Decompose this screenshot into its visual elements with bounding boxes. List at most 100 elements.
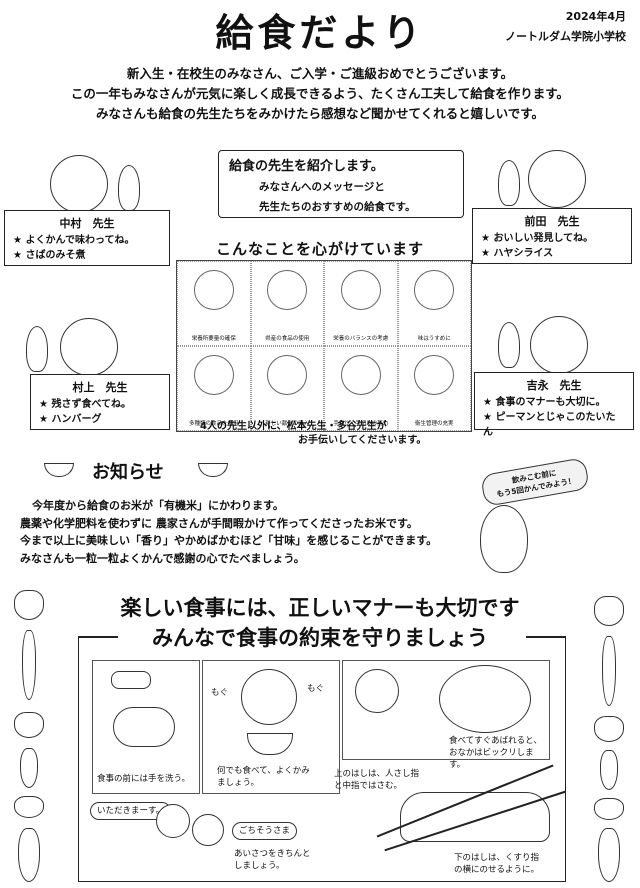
effort-caption: 栄養のバランスの考慮 (333, 336, 389, 342)
cook-illustration-icon (193, 355, 234, 395)
teacher-favorite: ★ ハンバーグ (39, 414, 102, 425)
intro-line: みなさんも給食の先生たちをみかけたら感想など聞かせてくれると嬉しいです。 (95, 106, 544, 121)
intro-message: 新入生・在校生のみなさん、ご入学・ご進級おめでとうございます。 この一年もみなさ… (0, 64, 640, 124)
caption-line: しましょう。 (234, 861, 285, 871)
running-child-icon (355, 669, 399, 713)
panel-caption: 何でも食べて、よくかみ ましょう。 (217, 765, 337, 789)
child-face-icon (192, 814, 224, 846)
teacher-message: ★ よくかんで味わってね。 (13, 235, 135, 246)
rice-bowl-icon (44, 463, 74, 477)
cook-illustration-icon (340, 355, 381, 395)
cook-illustration-icon (267, 270, 308, 310)
effort-cell: 味はうすめに (397, 261, 471, 346)
sound-effect: もぐ (211, 688, 229, 698)
child-face-icon (156, 804, 190, 838)
newsletter-title: 給食だより (215, 11, 425, 55)
pumpkin-icon (594, 716, 624, 742)
effort-caption: 栄養所要量の確保 (191, 336, 236, 342)
teacher-favorite: ★ さばのみそ煮 (13, 250, 86, 261)
issue-date: 2024年4月 (565, 10, 626, 23)
effort-caption: 衛生管理の充実 (414, 421, 454, 427)
teacher-name: 吉永 先生 (526, 379, 582, 392)
cabbage-icon (594, 596, 624, 626)
caption-line: あいさつをきちんと (234, 849, 311, 859)
pumpkin-icon (14, 712, 44, 738)
school-name: ノートルダム学院小学校 (505, 30, 626, 43)
caption-line: ましょう。 (217, 778, 259, 788)
bowl-icon (247, 733, 293, 755)
chopsticks-bottom-caption: 下のはしは、くすり指 の横にのせるように。 (454, 852, 564, 876)
stomach-icon (439, 665, 531, 733)
helper-line: 4人の先生以外に、松本先生・多谷先生が (200, 421, 387, 432)
panel-caption: 食事の前には手を洗う。 (97, 774, 190, 784)
scroll-line: 先生たちのおすすめの給食です。 (259, 201, 416, 213)
cook-illustration-icon (414, 270, 455, 310)
teacher-message: ★ 食事のマナーも大切に。 (483, 397, 606, 408)
teacher-name: 中村 先生 (59, 217, 115, 230)
notice-line: 今年度から給食のお米が「有機米」にかわります。 (32, 499, 284, 512)
teacher-name: 村上 先生 (72, 381, 128, 394)
effort-cell: 新しい献立の導入 (250, 346, 324, 431)
spoon-icon (118, 165, 140, 211)
cook-illustration-icon (340, 270, 381, 310)
teacher-card-yoshinaga: 吉永 先生 ★ 食事のマナーも大切に。 ★ ピーマンとじゃこのたいたん (474, 372, 634, 438)
manners-subtitle: みんなで食事の約束を守りましょう (152, 626, 488, 650)
intro-line: 新入生・在校生のみなさん、ご入学・ご進級おめでとうございます。 (126, 66, 514, 81)
effort-caption: 味はうすめに (417, 336, 451, 342)
teacher-face-icon (50, 155, 108, 213)
panel-greetings: いただきまーす。 ごちそうさま あいさつをきちんと しましょう。 (86, 796, 326, 880)
effort-caption: 手作り・手切りの努力 (333, 421, 389, 427)
scroll-title: 給食の先生を紹介します。 (229, 159, 384, 174)
caption-line: 何でも食べて、よくかみ (217, 766, 310, 776)
manners-frame (78, 636, 566, 882)
leek-icon (602, 636, 616, 706)
cook-illustration-icon (414, 355, 455, 395)
effort-caption: 県産の食品の使用 (265, 336, 310, 342)
spoon-icon (498, 160, 520, 206)
teacher-face-icon (528, 150, 586, 208)
cook-illustration-icon (267, 355, 308, 395)
scroll-line: みなさんへのメッセージと (259, 181, 385, 193)
teacher-name: 前田 先生 (524, 215, 580, 228)
notice-line: 農薬や化学肥料を使わずに 農家さんが手間暇かけて作ってくださったお米です。 (20, 516, 418, 530)
intro-line: この一年もみなさんが元気に楽しく成長できるよう、たくさん工夫して給食を作ります。 (70, 86, 570, 101)
mushroom-icon (14, 796, 44, 818)
notice-line: みなさんも一粒一粒よくかんで感謝の心でたべましょう。 (20, 551, 305, 565)
chopsticks-hand-icon (400, 792, 550, 842)
caption-line: の横にのせるように。 (454, 865, 540, 875)
faucet-icon (111, 671, 151, 689)
panel-caption: あいさつをきちんと しましょう。 (234, 848, 326, 872)
efforts-heading: こんなことを心がけています (215, 240, 424, 258)
manners-title: 楽しい食事には、正しいマナーも大切です (120, 596, 520, 620)
helper-teachers-note: 4人の先生以外に、松本先生・多谷先生が お手伝いしてくださいます。 (200, 420, 460, 448)
notice-line: 今まで以上に美味しい「香り」やかめばかむほど「甘味」を感じることができます。 (20, 534, 438, 547)
caption-line: 下のはしは、くすり指 (454, 853, 540, 863)
speech-bubble: いただきまーす。 (90, 802, 172, 820)
efforts-grid: 栄養所要量の確保 県産の食品の使用 栄養のバランスの考慮 味はうすめに 多種類の… (176, 260, 472, 432)
leek-icon (22, 630, 36, 700)
mushroom-icon (594, 798, 624, 820)
title-rule (526, 636, 566, 638)
teacher-card-nakamura: 中村 先生 ★ よくかんで味わってね。 ★ さばのみそ煮 (4, 210, 170, 266)
teacher-favorite: ★ ハヤシライス (481, 248, 554, 259)
effort-caption: 多種類の食品を使用 (188, 421, 239, 427)
effort-cell: 衛生管理の充実 (397, 346, 471, 431)
notice-title: お知らせ (92, 462, 164, 483)
teacher-face-icon (60, 318, 118, 376)
cabbage-icon (14, 590, 44, 620)
radish-icon (18, 828, 40, 882)
panel-eat-well: もぐ もぐ 何でも食べて、よくかみ ましょう。 (202, 660, 340, 794)
speech-bubble: ごちそうさま (232, 822, 298, 840)
teacher-message: ★ 残さず食べてね。 (39, 399, 132, 410)
rice-bowl-icon (198, 463, 228, 477)
caption-line: 上のはしは、人さし指 (334, 769, 420, 779)
caption-line: と中指ではさむ。 (334, 781, 403, 791)
carrot-icon (20, 748, 38, 788)
notice-body: 今年度から給食のお米が「有機米」にかわります。 農薬や化学肥料を使わずに 農家さ… (20, 497, 500, 567)
hands-icon (113, 707, 175, 747)
teacher-favorite: ★ ピーマンとじゃこのたいたん (483, 412, 616, 438)
teacher-card-murakami: 村上 先生 ★ 残さず食べてね。 ★ ハンバーグ (30, 374, 170, 430)
effort-cell: 県産の食品の使用 (250, 261, 324, 346)
child-face-icon (241, 669, 297, 725)
teacher-card-maeda: 前田 先生 ★ おいしい発見してね。 ★ ハヤシライス (472, 208, 632, 264)
